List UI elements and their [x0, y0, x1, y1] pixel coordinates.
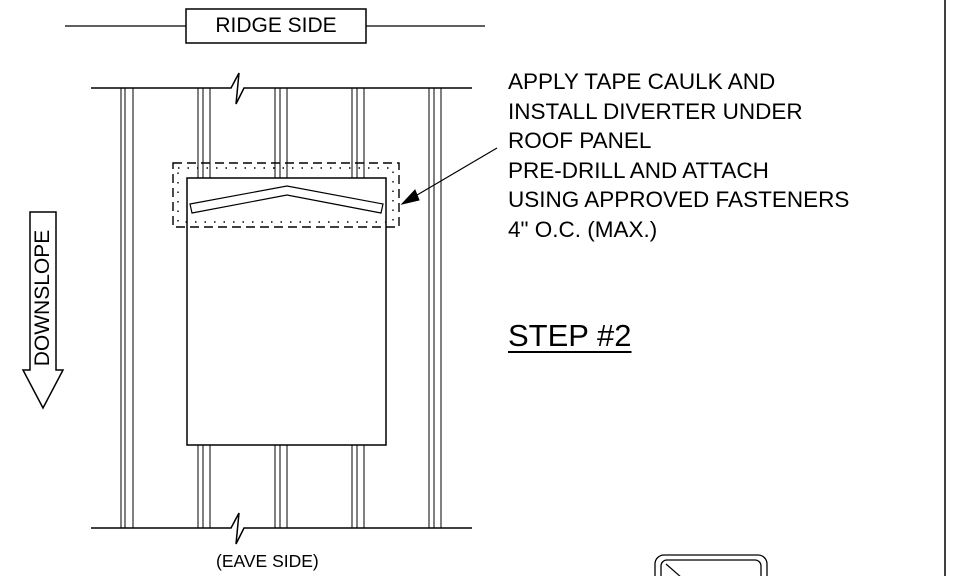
note-line-6: 4" O.C. (MAX.) [508, 216, 658, 242]
panel-rib-5 [428, 88, 442, 528]
ridge-side-label: RIDGE SIDE [215, 14, 337, 37]
eave-side-label: (EAVE SIDE) [216, 551, 319, 571]
note-line-3: ROOF PANEL [508, 128, 652, 153]
downslope-label: DOWNSLOPE [31, 229, 54, 367]
diverter-callout-dashed-outer [172, 162, 400, 228]
note-line-1: APPLY TAPE CAULK AND [508, 69, 776, 94]
top-purlin-with-break [91, 72, 472, 105]
note-line-4: PRE-DRILL AND ATTACH [508, 157, 769, 183]
detail-symbol-box-inner [660, 559, 762, 576]
bottom-purlin-with-break [91, 512, 472, 545]
panel-rib-1 [120, 88, 134, 528]
downslope-arrow [21, 211, 65, 410]
installation-note: APPLY TAPE CAULK AND INSTALL DIVERTER UN… [508, 67, 849, 244]
step-title: STEP #2 [508, 318, 632, 353]
roof-curb [186, 177, 387, 446]
ridge-side-box [185, 8, 367, 44]
detail-symbol-box-outer [654, 554, 768, 576]
detail-symbol-cross [665, 563, 681, 576]
diverter-chevron [189, 185, 384, 214]
note-leader-arrowhead [400, 189, 420, 205]
note-line-2: INSTALL DIVERTER UNDER [508, 98, 803, 124]
note-line-5: USING APPROVED FASTENERS [508, 187, 850, 212]
note-leader-line [411, 147, 498, 199]
